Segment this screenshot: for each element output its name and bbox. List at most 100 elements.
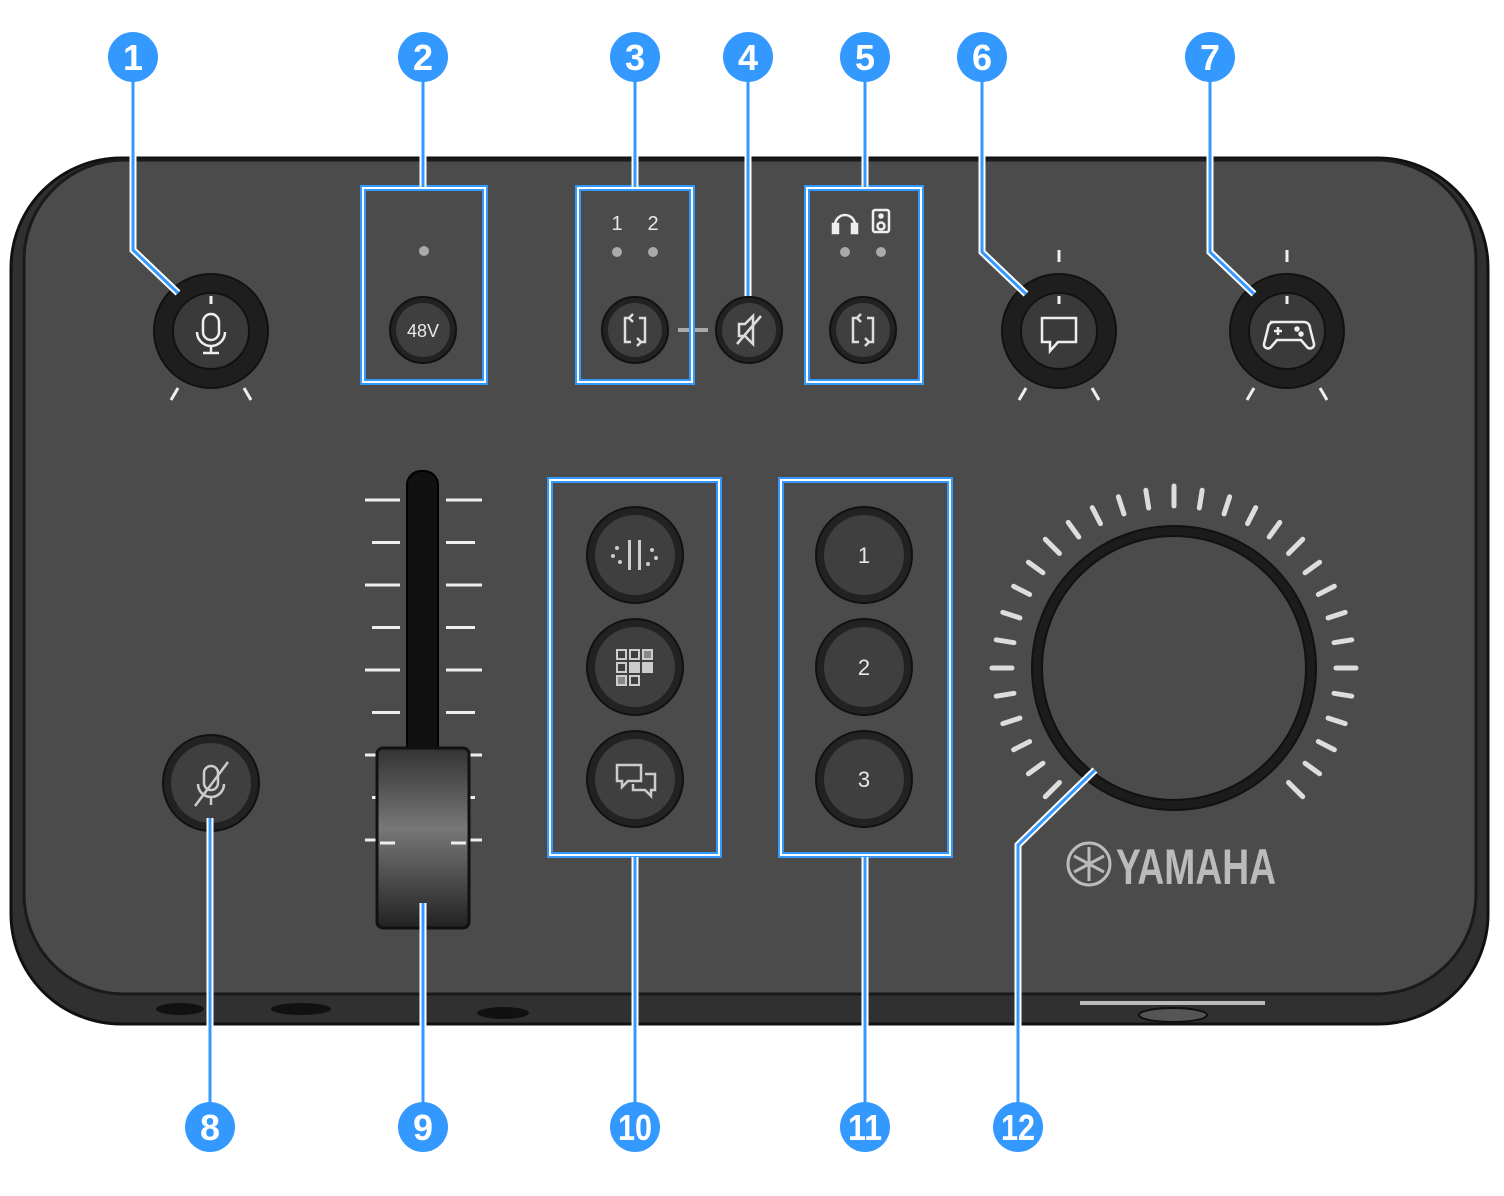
fader-knob[interactable] bbox=[375, 746, 471, 930]
callout-number: 11 bbox=[848, 1107, 882, 1148]
volume-tick bbox=[993, 690, 1017, 699]
callout-badge bbox=[185, 1102, 235, 1152]
aux-jack bbox=[477, 1007, 529, 1019]
callout-badge bbox=[610, 32, 660, 82]
callout-number: 12 bbox=[1001, 1107, 1035, 1148]
callout-box-inner bbox=[806, 187, 922, 383]
callout-leader bbox=[980, 57, 1028, 296]
callout-number: 7 bbox=[1200, 37, 1220, 78]
volume-tick bbox=[1196, 487, 1205, 511]
dsp-preset-button[interactable] bbox=[586, 618, 684, 716]
phantom-button-label: 48V bbox=[407, 321, 439, 341]
callout-badge bbox=[1185, 32, 1235, 82]
voice-effect-icon bbox=[611, 540, 658, 570]
input-1-label: 1 bbox=[611, 213, 622, 235]
microphone-icon bbox=[195, 312, 227, 355]
volume-tick bbox=[1302, 760, 1323, 777]
volume-scale bbox=[989, 483, 1359, 800]
voice-effect-button[interactable] bbox=[586, 506, 684, 604]
fader-track bbox=[406, 470, 439, 772]
dsp-preset-icon bbox=[616, 649, 653, 686]
headphones-led bbox=[840, 247, 850, 257]
speaker-icon bbox=[871, 208, 891, 234]
game-volume-knob[interactable] bbox=[1229, 250, 1345, 401]
volume-tick bbox=[993, 637, 1017, 646]
brand-name: YAMAHA bbox=[1116, 839, 1276, 895]
scene-1-label: 1 bbox=[858, 543, 870, 568]
volume-tick bbox=[1315, 739, 1337, 753]
bottom-jacks bbox=[156, 1001, 1265, 1023]
callout-box-inner bbox=[362, 187, 486, 383]
callout-leader bbox=[1208, 57, 1256, 296]
callout-boxes bbox=[360, 185, 953, 858]
model-name-logo bbox=[1080, 1001, 1265, 1005]
volume-tick bbox=[1143, 487, 1152, 511]
power-button[interactable] bbox=[1138, 1007, 1208, 1023]
scene-3-label: 3 bbox=[858, 767, 870, 792]
volume-tick bbox=[1266, 519, 1283, 540]
input-2-label: 2 bbox=[647, 213, 658, 235]
scene-button-3[interactable]: 3 bbox=[815, 730, 913, 828]
mic-gain-knob[interactable] bbox=[153, 273, 269, 401]
volume-tick bbox=[1011, 739, 1033, 753]
volume-tick bbox=[1286, 780, 1306, 800]
callout-number: 8 bbox=[200, 1107, 220, 1148]
callout-box-inner bbox=[549, 479, 720, 856]
input-2-led bbox=[648, 247, 658, 257]
mic-in-jack bbox=[156, 1003, 204, 1015]
callout-badge bbox=[108, 32, 158, 82]
speaker-led bbox=[876, 247, 886, 257]
cycle-icon bbox=[623, 313, 647, 347]
volume-tick bbox=[1315, 583, 1337, 597]
volume-tick bbox=[1011, 583, 1033, 597]
volume-tick bbox=[1000, 609, 1023, 621]
input-1-led bbox=[612, 247, 622, 257]
volume-tick bbox=[1221, 494, 1233, 517]
callout-number: 6 bbox=[972, 37, 992, 78]
input-select-button[interactable] bbox=[601, 296, 669, 364]
voice-chat-effect-button[interactable] bbox=[586, 730, 684, 828]
phantom-power-button[interactable]: 48V bbox=[389, 296, 457, 364]
volume-tick bbox=[1325, 715, 1348, 727]
volume-tick bbox=[1245, 505, 1259, 527]
yamaha-logo: YAMAHA bbox=[1066, 839, 1276, 895]
scene-button-1[interactable]: 1 bbox=[815, 506, 913, 604]
volume-tick bbox=[1331, 637, 1355, 646]
volume-tick bbox=[1025, 559, 1046, 576]
callout-badge bbox=[723, 32, 773, 82]
speaker-mute-icon bbox=[736, 312, 762, 348]
callout-badge bbox=[993, 1102, 1043, 1152]
scene-button-2[interactable]: 2 bbox=[815, 618, 913, 716]
callout-number: 2 bbox=[413, 37, 433, 78]
callout-box-inner bbox=[577, 187, 693, 383]
voice-chat-volume-knob[interactable] bbox=[1001, 250, 1117, 401]
headphones-jack bbox=[271, 1003, 331, 1015]
voice-chat-icon bbox=[615, 763, 657, 800]
output-select-button[interactable] bbox=[829, 296, 897, 364]
callout-number: 4 bbox=[738, 37, 758, 78]
callout-badge bbox=[840, 32, 890, 82]
callout-number: 5 bbox=[855, 37, 875, 78]
callout-number: 1 bbox=[123, 37, 143, 78]
volume-tick bbox=[1065, 519, 1082, 540]
callout-badge bbox=[957, 32, 1007, 82]
callout-badge bbox=[398, 1102, 448, 1152]
chat-bubble-icon bbox=[1040, 316, 1078, 355]
callout-badge bbox=[610, 1102, 660, 1152]
callout-number: 10 bbox=[618, 1107, 652, 1148]
main-volume-knob[interactable] bbox=[1031, 525, 1317, 811]
gamepad-icon bbox=[1262, 320, 1316, 350]
output-mute-button[interactable] bbox=[715, 296, 783, 364]
volume-tick bbox=[1089, 505, 1103, 527]
scene-2-label: 2 bbox=[858, 655, 870, 680]
volume-tick bbox=[1302, 559, 1323, 576]
callout-badge bbox=[840, 1102, 890, 1152]
callout-number: 9 bbox=[413, 1107, 433, 1148]
volume-tick bbox=[1325, 609, 1348, 621]
volume-tick bbox=[1042, 536, 1062, 556]
mic-mute-button[interactable] bbox=[162, 734, 260, 832]
mic-mute-icon bbox=[194, 761, 229, 807]
callout-badge bbox=[398, 32, 448, 82]
